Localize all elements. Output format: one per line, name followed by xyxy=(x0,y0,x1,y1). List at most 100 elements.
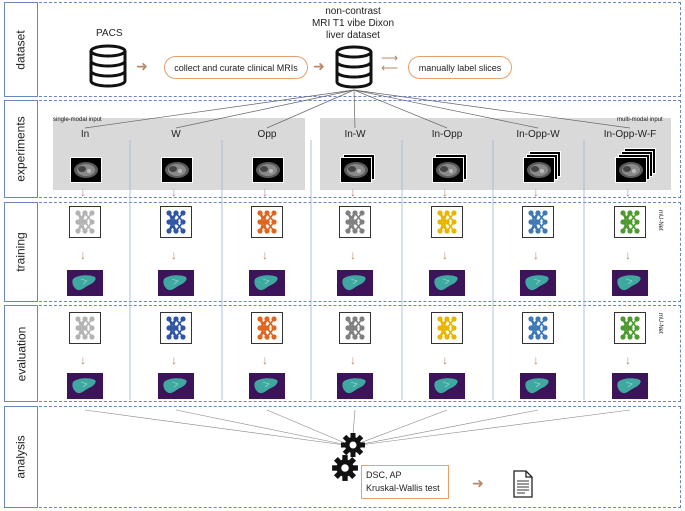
arrow-down: ↓ xyxy=(262,353,268,367)
experiment-label: W xyxy=(171,129,181,140)
mri-slice-icon xyxy=(161,157,193,183)
document-icon xyxy=(513,470,533,498)
dataset-tab: dataset xyxy=(4,2,38,97)
collect-curate-label: collect and curate clinical MRIs xyxy=(174,62,298,73)
arrow-down: ↓ xyxy=(625,185,631,199)
liver-mask-icon xyxy=(67,270,103,296)
liver-mask-icon xyxy=(337,270,373,296)
arrow-down: ↓ xyxy=(533,185,539,199)
mri-slice-icon xyxy=(523,157,555,183)
mri-slice-icon xyxy=(252,157,284,183)
arrow-down: ↓ xyxy=(262,185,268,199)
arrow-pacs-to-collect: ➜ xyxy=(136,58,148,74)
arrow-down: ↓ xyxy=(533,248,539,262)
multi-modal-panel xyxy=(320,118,671,190)
fanout-line xyxy=(353,89,448,129)
fanin-line xyxy=(175,409,353,447)
liver-mask-icon xyxy=(158,373,194,399)
arrow-down: ↓ xyxy=(442,248,448,262)
dataset-title-line1: non-contrast xyxy=(325,6,381,17)
liver-mask-icon xyxy=(158,270,194,296)
mri-slice-icon xyxy=(615,157,647,183)
liver-mask-icon xyxy=(612,373,648,399)
single-modal-label: single-modal input xyxy=(53,117,102,123)
liver-mask-icon xyxy=(612,270,648,296)
dataset-title-line2: MRI T1 vibe Dixon xyxy=(311,18,395,29)
arrow-down: ↓ xyxy=(171,185,177,199)
neural-network-icon xyxy=(339,312,371,344)
neural-network-icon xyxy=(522,206,554,238)
liver-mask-icon xyxy=(249,373,285,399)
fanout-line xyxy=(175,89,355,129)
neural-network-icon xyxy=(522,312,554,344)
experiment-label: In-Opp-W xyxy=(516,129,560,140)
fanout-line xyxy=(353,89,539,129)
neural-network-icon xyxy=(160,206,192,238)
arrow-down: ↓ xyxy=(171,248,177,262)
fanin-line xyxy=(84,409,353,447)
arrow-down: ↓ xyxy=(625,248,631,262)
neural-network-icon xyxy=(431,206,463,238)
arrow-down: ↓ xyxy=(442,353,448,367)
fanout-line xyxy=(353,89,631,129)
arrow-collect-to-dataset: ➜ xyxy=(313,58,325,74)
experiment-label: In xyxy=(80,129,90,140)
experiment-label: Opp xyxy=(257,129,277,140)
arrow-down: ↓ xyxy=(262,248,268,262)
arrow-down: ↓ xyxy=(533,353,539,367)
collect-curate-step: collect and curate clinical MRIs xyxy=(164,56,308,79)
neural-network-icon xyxy=(69,312,101,344)
mri-slice-icon xyxy=(340,157,372,183)
dataset-title-line3: liver dataset xyxy=(326,30,380,41)
mri-slice-icon xyxy=(70,157,102,183)
gear-icon xyxy=(341,433,365,457)
dataset-database-icon xyxy=(335,45,373,89)
liver-mask-icon xyxy=(249,270,285,296)
arrow-down: ↓ xyxy=(442,185,448,199)
liver-mask-icon xyxy=(520,270,556,296)
arrow-down: ↓ xyxy=(171,353,177,367)
arrow-down: ↓ xyxy=(350,185,356,199)
fanin-line xyxy=(351,409,448,447)
experiment-label: In-Opp xyxy=(431,129,463,140)
fanin-line xyxy=(351,409,539,447)
liver-mask-icon xyxy=(520,373,556,399)
evaluation-tab: evaluation xyxy=(4,305,38,402)
arrow-bidirectional: ⟶⟵ xyxy=(381,51,399,75)
neural-network-icon xyxy=(614,206,646,238)
mri-slice-icon xyxy=(432,157,464,183)
arrow-down: ↓ xyxy=(350,353,356,367)
metrics-line2: Kruskal-Wallis test xyxy=(366,483,440,493)
arrow-down: ↓ xyxy=(625,353,631,367)
neural-network-icon xyxy=(251,206,283,238)
experiment-label: In-W xyxy=(344,129,366,140)
arrow-down: ↓ xyxy=(80,185,86,199)
manual-label-step: manually label slices xyxy=(408,56,512,79)
experiment-label: In-Opp-W-F xyxy=(603,129,657,140)
fanin-line xyxy=(351,409,631,447)
fanin-line xyxy=(266,409,353,447)
arrow-down: ↓ xyxy=(350,248,356,262)
evaluation-model-label: mU-Net xyxy=(657,313,663,334)
fanout-line xyxy=(84,89,355,129)
training-tab: training xyxy=(4,202,38,302)
arrow-to-report: ➜ xyxy=(472,475,484,491)
training-model-label: mU-Net xyxy=(657,210,663,231)
arrow-down: ↓ xyxy=(80,353,86,367)
multi-modal-label: multi-modal input xyxy=(617,117,663,123)
neural-network-icon xyxy=(339,206,371,238)
neural-network-icon xyxy=(431,312,463,344)
liver-mask-icon xyxy=(429,373,465,399)
neural-network-icon xyxy=(614,312,646,344)
liver-mask-icon xyxy=(337,373,373,399)
neural-network-icon xyxy=(69,206,101,238)
pacs-label: PACS xyxy=(96,28,123,39)
liver-mask-icon xyxy=(429,270,465,296)
fanout-line xyxy=(266,89,355,129)
neural-network-icon xyxy=(160,312,192,344)
liver-mask-icon xyxy=(67,373,103,399)
manual-label-label: manually label slices xyxy=(418,62,502,73)
gear-icon xyxy=(332,455,358,481)
